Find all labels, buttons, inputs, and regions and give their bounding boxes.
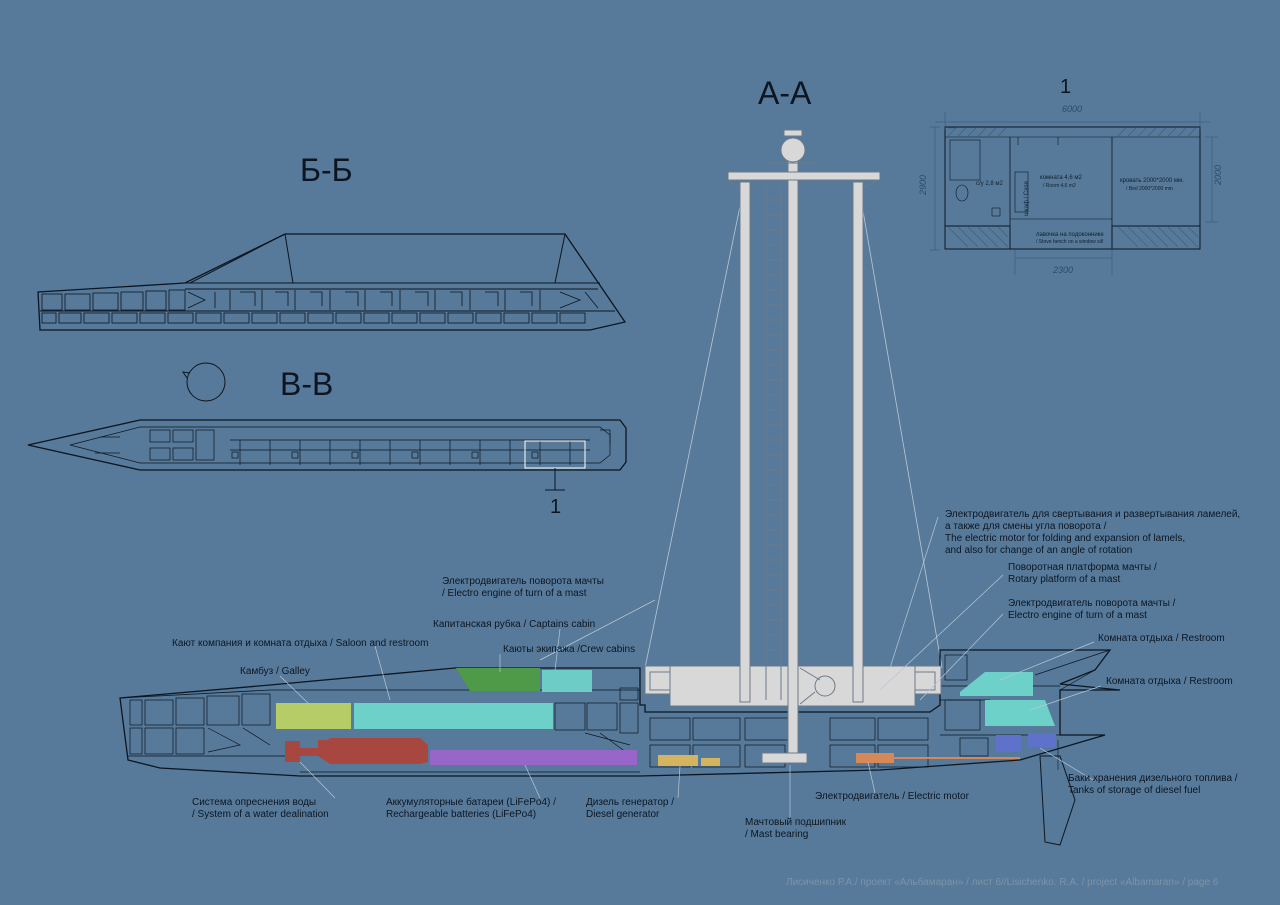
restroom-upper-block xyxy=(960,672,1033,696)
detail-number-label: 1 xyxy=(1060,76,1072,98)
section-bb-hull xyxy=(37,233,627,331)
batteries-block xyxy=(430,750,637,765)
water-system-block xyxy=(285,738,428,764)
section-label-vv: В-В xyxy=(280,366,334,402)
leader-lines xyxy=(279,516,1102,818)
electric-motor-label: Электродвигатель / Electric motor xyxy=(815,791,969,802)
bench-label-en: / Stove bench on a window sill xyxy=(1036,239,1103,245)
water-system-label: Система опреснения воды/ System of a wat… xyxy=(192,797,329,820)
crew-cabins-label: Каюты экипажа /Crew cabins xyxy=(503,644,636,655)
detail-plan-1 xyxy=(930,112,1218,275)
room-label-en: / Room 4,6 m2 xyxy=(1043,183,1076,189)
rotation-symbol xyxy=(181,362,226,402)
diesel-generator-block xyxy=(658,755,698,766)
crew-cabins-block xyxy=(456,668,540,691)
dim-left: 2900 xyxy=(918,174,929,196)
restroom-lower-block xyxy=(985,700,1055,726)
diesel-generator-label: Дизель генератор /Diesel generator xyxy=(586,797,675,820)
section-vv-hull xyxy=(27,419,627,491)
restroom-label-1: Комната отдыха / Restroom xyxy=(1098,633,1225,644)
footer-caption: Лисиченко Р.А./ проект «Альбамаран» / ли… xyxy=(786,877,1219,888)
rotary-platform-label: Поворотная платформа мачты /Rotary platf… xyxy=(1008,562,1157,585)
section-label-aa: А-А xyxy=(758,75,812,111)
mast-engine-right-label: Электродвигатель поворота мачты /Electro… xyxy=(1008,598,1176,621)
callout-number-label: 1 xyxy=(550,496,562,518)
wardrobe-label: шкаф / Case xyxy=(1023,181,1030,216)
captains-cabin-label: Капитанская рубка / Captains cabin xyxy=(433,619,596,630)
restroom-label-2: Комната отдыха / Restroom xyxy=(1106,676,1233,687)
electric-motor-block xyxy=(856,753,894,763)
mast-engine-left-label: Электродвигатель поворота мачты/ Electro… xyxy=(442,576,604,599)
bed-label-en: / Bed 2000*2000 mm xyxy=(1126,186,1173,192)
mast-bearing-label: Мачтовый подшипник/ Mast bearing xyxy=(745,817,846,840)
saloon-label: Кают компания и комната отдыха / Saloon … xyxy=(172,638,429,649)
bed-label: кровать 2000*2000 мм. xyxy=(1120,178,1184,184)
dim-bottom: 2300 xyxy=(1053,265,1074,275)
saloon-block xyxy=(354,703,553,729)
mast-assembly xyxy=(644,129,942,764)
dim-top: 6000 xyxy=(1062,104,1083,114)
galley-label: Камбуз / Galley xyxy=(240,666,310,677)
fuel-tank-2 xyxy=(1028,733,1056,747)
galley-block xyxy=(276,703,351,729)
section-label-bb: Б-Б xyxy=(300,152,353,188)
fuel-tank-1 xyxy=(996,735,1021,752)
dim-right: 2000 xyxy=(1213,164,1224,186)
bench-label: лавочка на подоконнике xyxy=(1036,232,1104,238)
batteries-label: Аккумуляторные батареи (LiFePo4) /Rechar… xyxy=(386,797,556,820)
compartments xyxy=(276,668,1056,766)
lamel-motor-label: Электродвигатель для свертывания и разве… xyxy=(945,509,1241,556)
mast-rigging xyxy=(539,181,943,669)
captains-cabin-block xyxy=(542,670,592,692)
wc-label: с/у 2,8 м2 xyxy=(976,181,1003,187)
room-label: комната 4,6 м2 xyxy=(1040,175,1082,181)
fuel-tanks-label: Баки хранения дизельного топлива /Tanks … xyxy=(1068,773,1238,796)
